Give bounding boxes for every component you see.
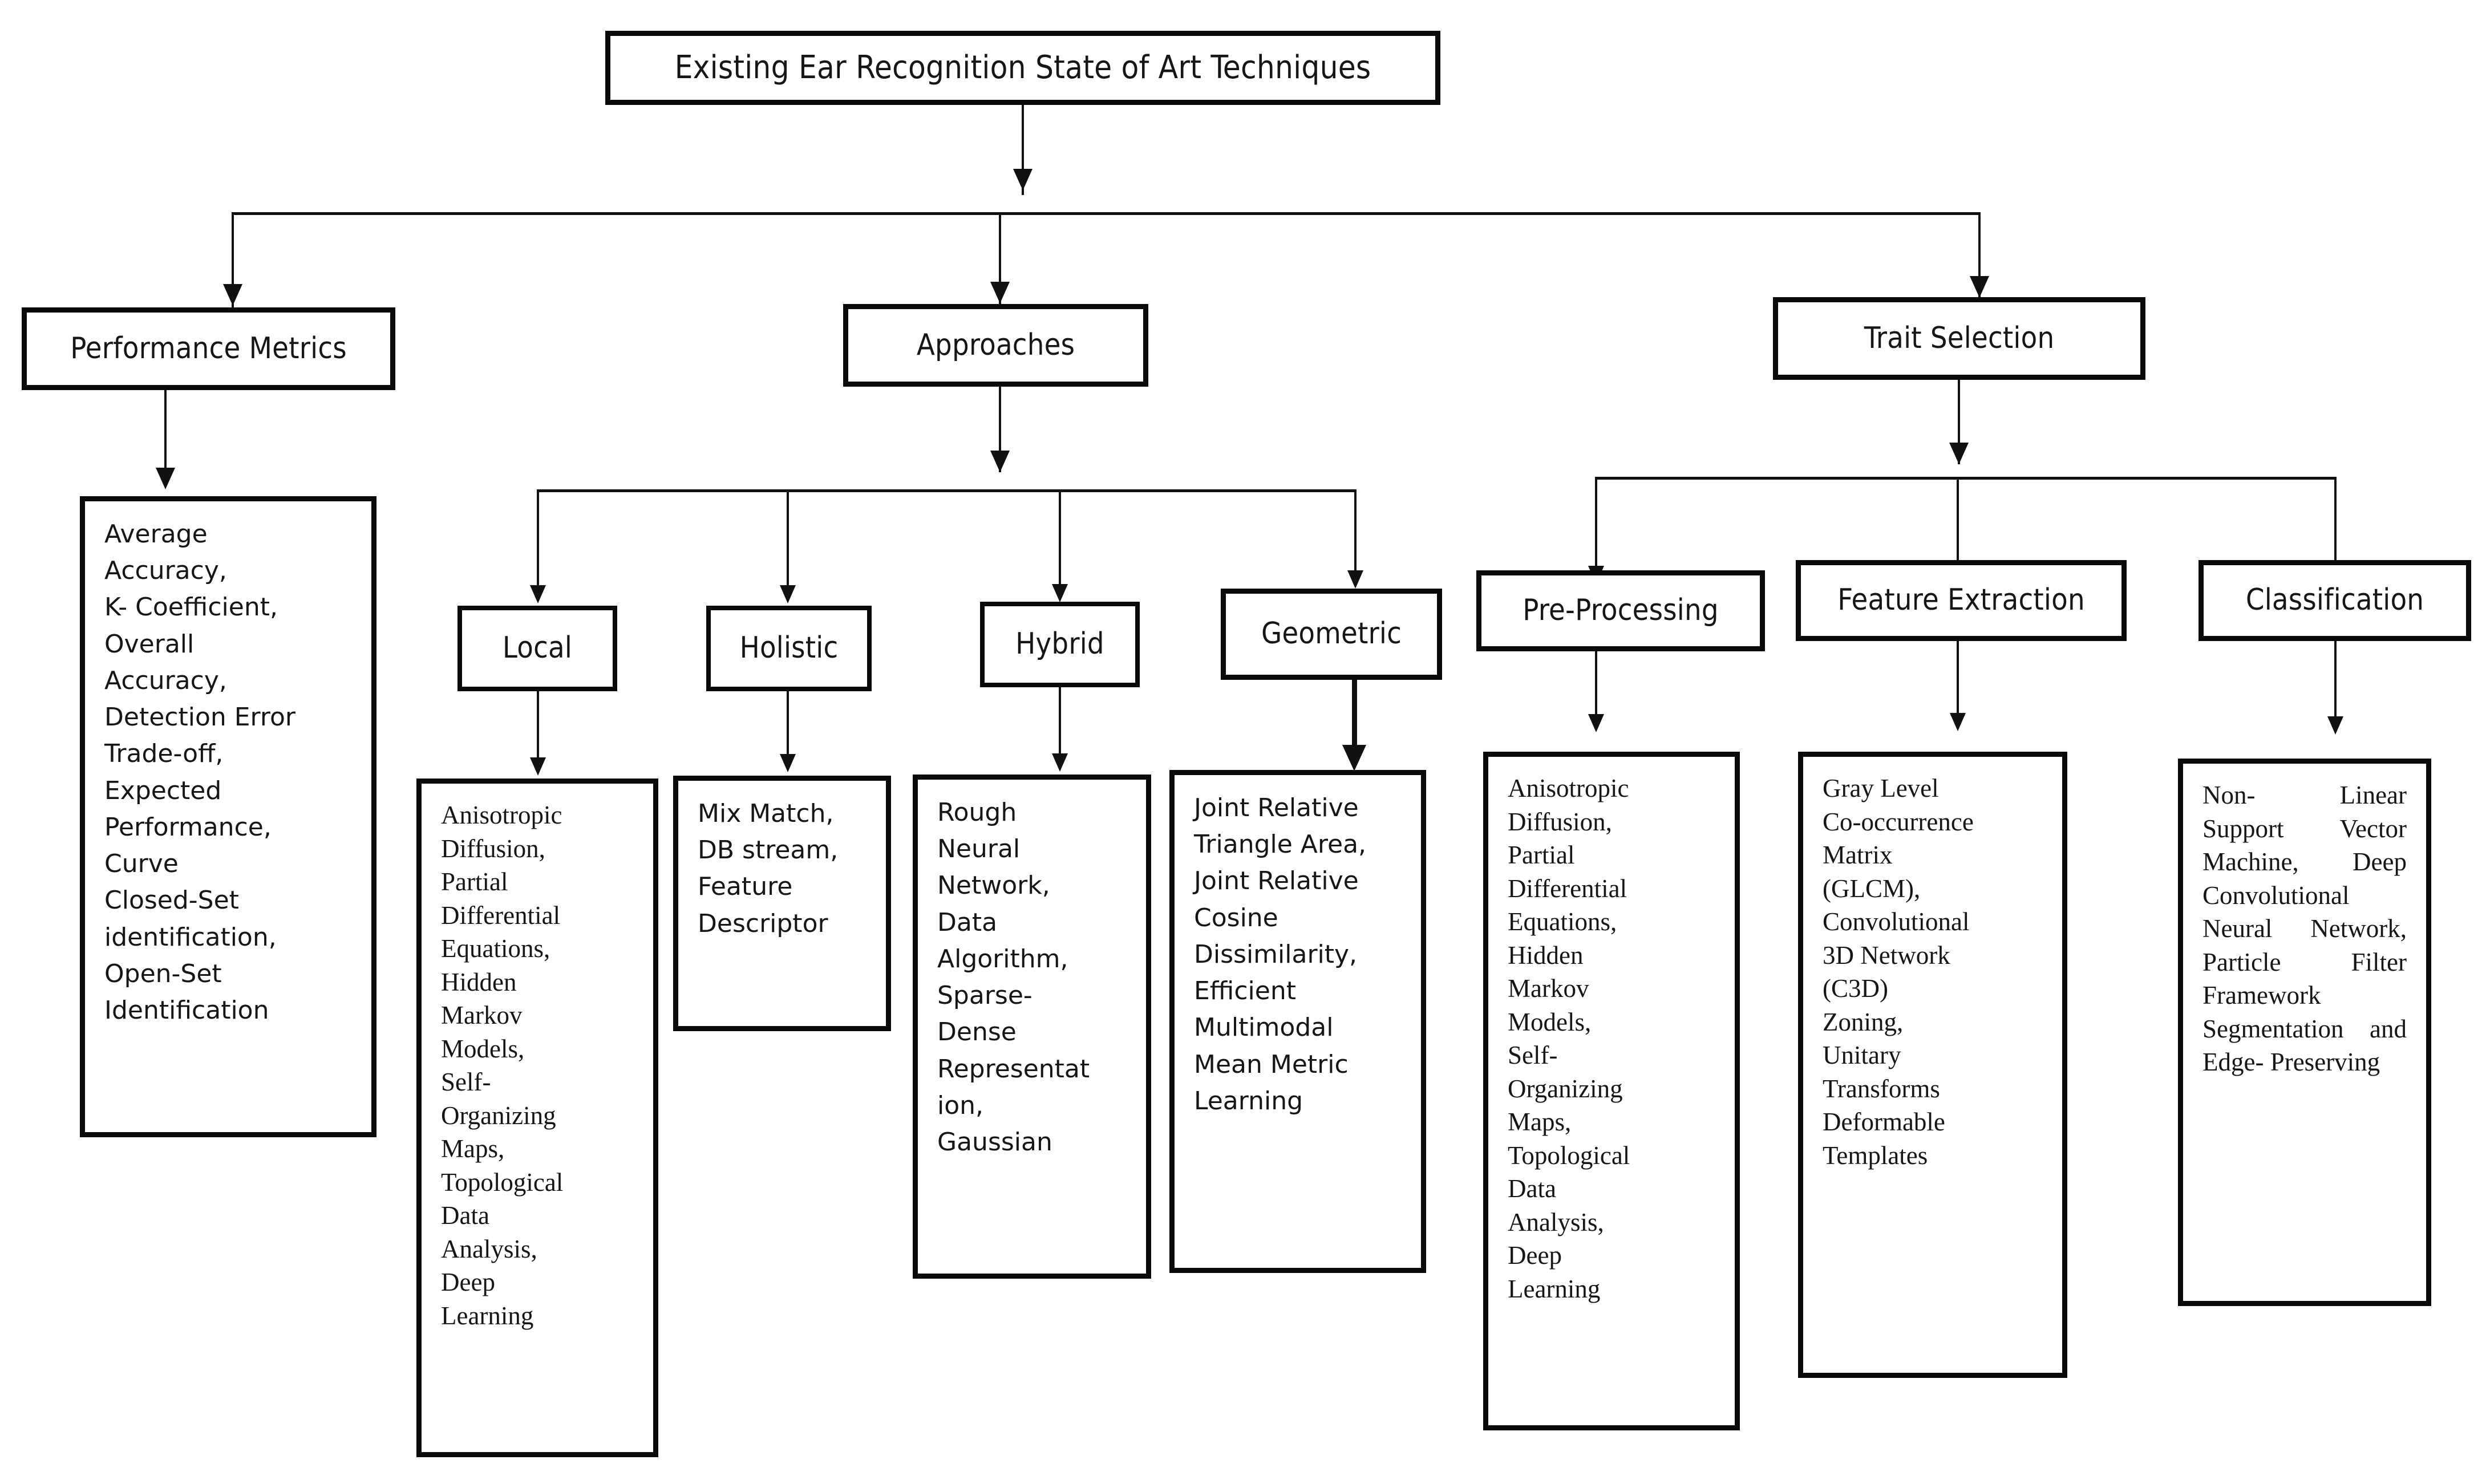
arrowhead-hybrid [1052, 584, 1068, 602]
arrowhead-pre-processing-list [1588, 714, 1604, 732]
arrowhead-geometric [1347, 570, 1363, 589]
category-node-classification[interactable]: Classification [2198, 560, 2471, 641]
bus-approaches [538, 489, 1356, 492]
arrowhead-root-to-bus [1013, 169, 1033, 190]
connector-bus-to-pre-processing [1595, 477, 1597, 566]
branch-node-performance-metrics[interactable]: Performance Metrics [22, 307, 395, 390]
category-node-geometric-label: Geometric [1261, 617, 1402, 651]
category-node-local[interactable]: Local [457, 606, 617, 691]
connector-root-stem [1022, 105, 1024, 195]
connector-bus-to-approaches [999, 212, 1001, 308]
category-node-pre-processing[interactable]: Pre-Processing [1476, 570, 1765, 651]
category-node-pre-processing-label: Pre-Processing [1523, 593, 1719, 628]
arrowhead-holistic-list [780, 754, 796, 772]
category-node-hybrid[interactable]: Hybrid [980, 602, 1140, 687]
branch-node-trait-selection-label: Trait Selection [1864, 321, 2055, 355]
connector-bus-to-feature-extraction [1957, 477, 1959, 565]
arrowhead-feature-extraction-list [1950, 713, 1966, 731]
category-node-classification-label: Classification [2245, 583, 2424, 618]
leaf-hybrid-list[interactable]: Rough Neural Network, Data Algorithm, Sp… [913, 775, 1151, 1279]
leaf-classification-text: Non- Linear Support Vector Machine, Deep… [2202, 781, 2407, 1076]
arrowhead-classification-list [2327, 716, 2343, 735]
category-node-feature-extraction-label: Feature Extraction [1837, 583, 2085, 618]
leaf-performance-metrics-list[interactable]: Average Accuracy, K- Coefficient, Overal… [80, 496, 376, 1137]
arrowhead-hybrid-list [1052, 753, 1068, 772]
leaf-pre-processing-text: Anisotropic Diffusion, Partial Different… [1508, 774, 1630, 1303]
connector-bus-to-holistic [787, 489, 789, 585]
connector-bus-to-local [537, 489, 539, 585]
category-node-holistic-label: Holistic [739, 631, 839, 666]
connector-trait-selection-stem [1958, 380, 1960, 464]
connector-feature-extraction-to-list [1957, 641, 1959, 719]
leaf-pre-processing-list[interactable]: Anisotropic Diffusion, Partial Different… [1483, 752, 1740, 1430]
category-node-feature-extraction[interactable]: Feature Extraction [1796, 560, 2127, 641]
arrowhead-local [530, 585, 546, 603]
arrowhead-approaches-bus [990, 451, 1010, 472]
arrowhead-performance-metrics [223, 284, 242, 306]
leaf-local-text: Anisotropic Diffusion, Partial Different… [441, 801, 564, 1330]
branch-node-trait-selection[interactable]: Trait Selection [1773, 297, 2145, 380]
leaf-feature-extraction-text: Gray Level Co-occurrence Matrix (GLCM), … [1823, 774, 1974, 1170]
category-node-holistic[interactable]: Holistic [706, 606, 872, 691]
arrowhead-holistic [780, 585, 796, 603]
bus-level1 [233, 212, 1980, 215]
arrowhead-approaches [990, 282, 1010, 303]
connector-holistic-to-list [787, 691, 789, 764]
arrowhead-local-list [530, 757, 546, 776]
arrowhead-trait-selection [1970, 276, 1989, 298]
connector-bus-to-hybrid [1059, 489, 1061, 584]
category-node-local-label: Local [502, 631, 573, 666]
connector-classification-to-list [2334, 641, 2337, 721]
root-node-label: Existing Ear Recognition State of Art Te… [674, 48, 1371, 86]
leaf-geometric-text: Joint Relative Triangle Area, Joint Rela… [1194, 793, 1367, 1116]
leaf-performance-metrics-text: Average Accuracy, K- Coefficient, Overal… [104, 520, 295, 1025]
connector-approaches-stem [999, 387, 1001, 472]
connector-hybrid-to-list [1059, 687, 1061, 764]
leaf-holistic-list[interactable]: Mix Match, DB stream, Feature Descriptor [673, 776, 891, 1031]
arrowhead-geometric-list [1342, 745, 1366, 771]
connector-bus-to-classification [2334, 477, 2337, 566]
leaf-holistic-text: Mix Match, DB stream, Feature Descriptor [698, 799, 839, 938]
root-node-existing-ear-recognition[interactable]: Existing Ear Recognition State of Art Te… [605, 31, 1440, 105]
branch-node-approaches-label: Approaches [916, 327, 1075, 362]
arrowhead-performance-metrics-list [156, 468, 175, 489]
arrowhead-trait-bus [1949, 443, 1969, 464]
connector-bus-to-trait-selection [1978, 212, 1981, 299]
branch-node-approaches[interactable]: Approaches [843, 304, 1148, 387]
leaf-local-list[interactable]: Anisotropic Diffusion, Partial Different… [416, 779, 658, 1457]
connector-bus-to-performance-metrics [232, 212, 234, 309]
bus-trait-selection [1596, 477, 2336, 480]
connector-performance-metrics-to-list [164, 390, 167, 476]
connector-pre-processing-to-list [1595, 651, 1597, 720]
connector-geometric-to-list [1352, 680, 1357, 755]
connector-bus-to-geometric [1354, 489, 1357, 570]
branch-node-performance-metrics-label: Performance Metrics [70, 331, 347, 366]
leaf-geometric-list[interactable]: Joint Relative Triangle Area, Joint Rela… [1169, 770, 1426, 1273]
leaf-classification-list[interactable]: Non- Linear Support Vector Machine, Deep… [2178, 759, 2431, 1306]
leaf-hybrid-text: Rough Neural Network, Data Algorithm, Sp… [937, 798, 1090, 1157]
connector-local-to-list [537, 691, 539, 768]
leaf-feature-extraction-list[interactable]: Gray Level Co-occurrence Matrix (GLCM), … [1798, 752, 2067, 1378]
category-node-geometric[interactable]: Geometric [1221, 589, 1442, 680]
category-node-hybrid-label: Hybrid [1015, 627, 1104, 662]
